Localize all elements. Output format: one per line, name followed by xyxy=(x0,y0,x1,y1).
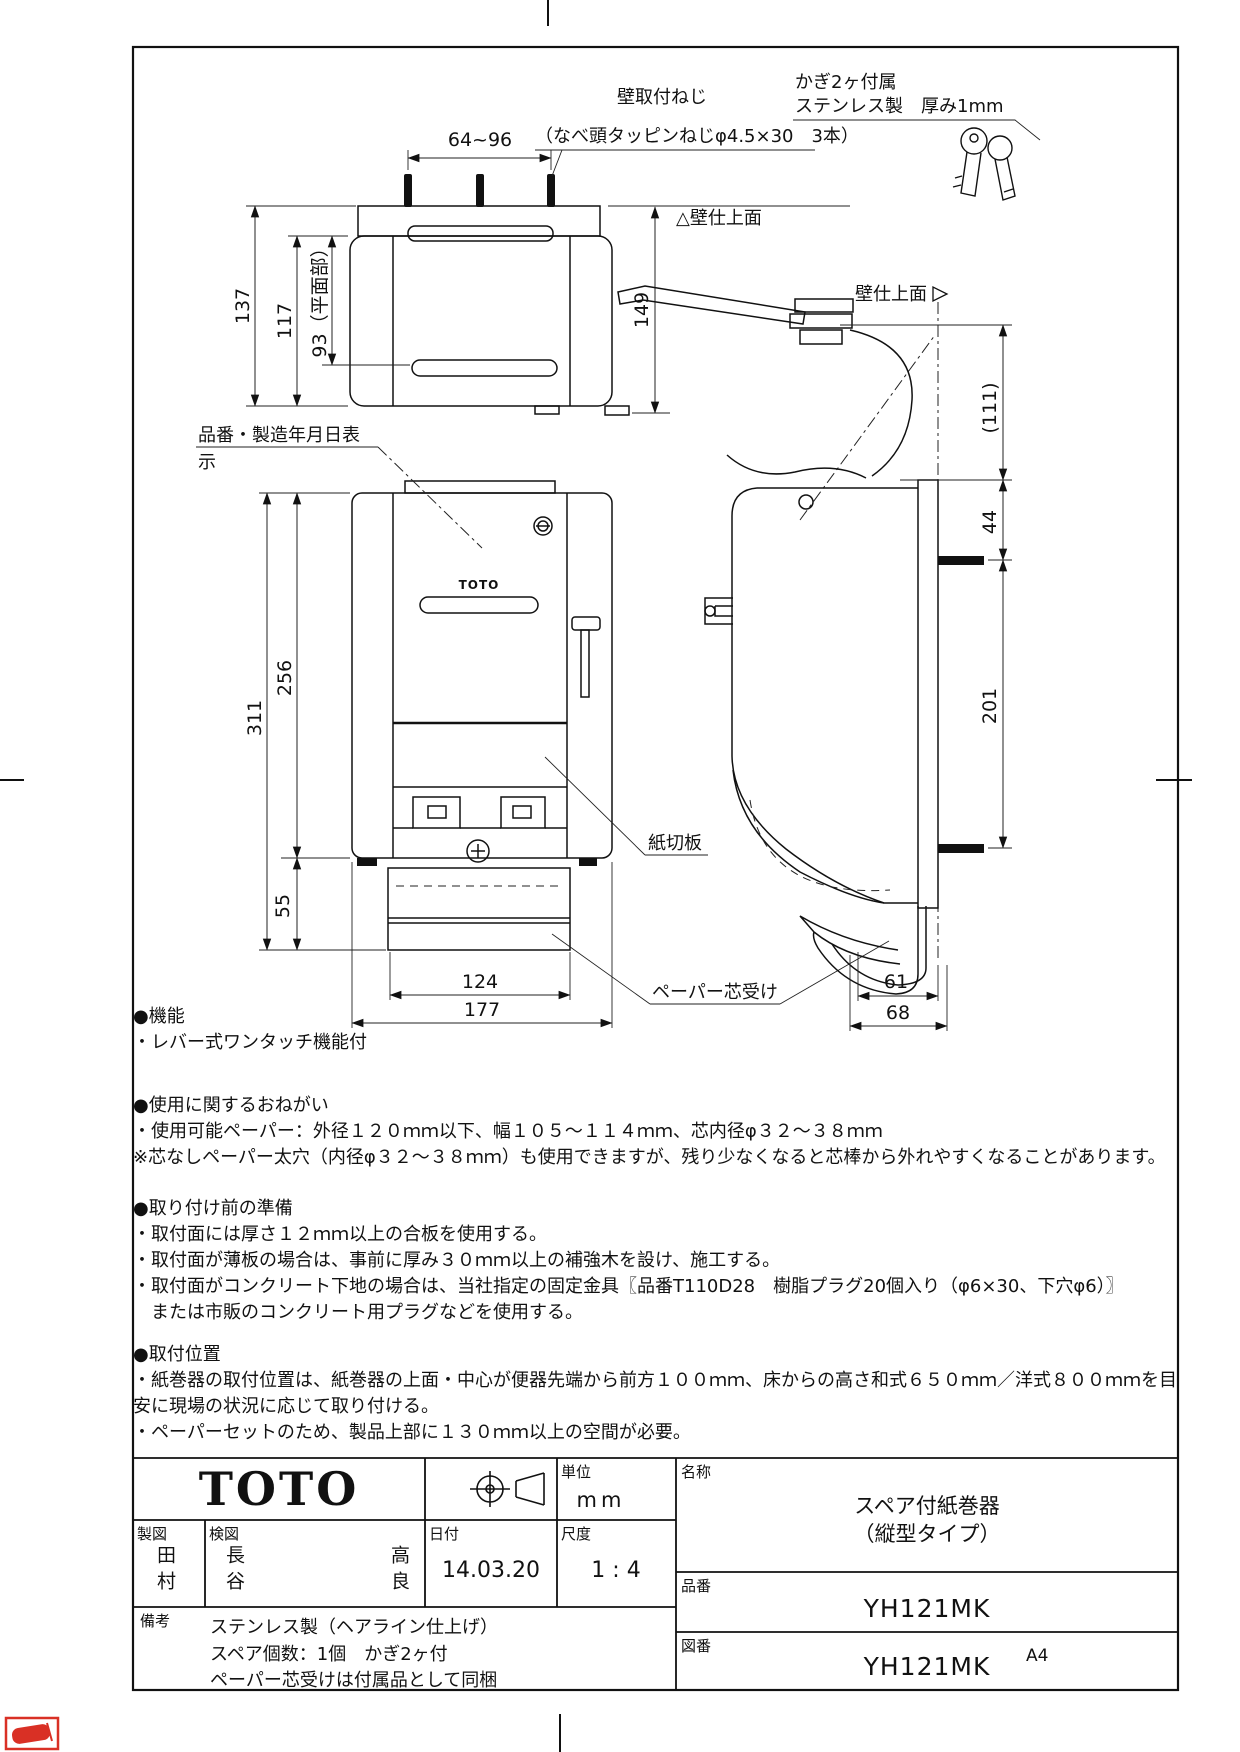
dim-screw-pitch: 64~96 xyxy=(448,129,512,151)
drafter-name: 田村 xyxy=(154,1545,176,1597)
viewer-logo-icon xyxy=(4,1716,60,1751)
side-view: 壁仕上面 (111) xyxy=(617,284,1012,1031)
paper-core-holder-label: ペーパー芯受け xyxy=(652,982,778,1003)
dim-bracket: 44 xyxy=(979,510,1001,534)
wall-finish-side-label: 壁仕上面 xyxy=(855,284,927,305)
product-id-label-line2: 示 xyxy=(198,452,216,473)
notes-section-position: ●取付位置 ・紙巻器の取付位置は、紙巻器の上面・中心が便器先端から前方１００ｍｍ… xyxy=(133,1342,1178,1446)
note-line: ・取付面がコンクリート下地の場合は、当社指定の固定金具〖品番T110D28 樹脂… xyxy=(133,1276,1124,1297)
checker-name-2: 高良 xyxy=(388,1545,410,1597)
checker-label: 検図 xyxy=(209,1525,240,1543)
notes-section-function: ●機能 ・レバー式ワンタッチ機能付 xyxy=(133,1004,1178,1056)
keys-illustration-icon xyxy=(952,127,1016,201)
name-value-line2: （縦型タイプ） xyxy=(853,1522,1001,1546)
third-angle-projection-icon xyxy=(470,1471,545,1507)
dim-plate: 201 xyxy=(979,688,1001,724)
note-line: ・使用可能ペーパー：外径１２０ｍｍ以下、幅１０５～１１４ｍｍ、芯内径φ３２～３８… xyxy=(133,1121,883,1142)
title-block-grid xyxy=(133,1457,1178,1690)
dim-depth-flat: 93（平面部） xyxy=(309,238,331,357)
drafter-label: 製図 xyxy=(137,1525,168,1543)
wall-screw-label-line1: 壁取付ねじ xyxy=(617,87,707,108)
note-line: ・レバー式ワンタッチ機能付 xyxy=(133,1032,367,1053)
wall-finish-top-label: △壁仕上面 xyxy=(676,208,762,229)
dim-hook-inner: 61 xyxy=(884,971,908,993)
dim-depth-total: 137 xyxy=(232,288,254,324)
note-line: ・取付面が薄板の場合は、事前に厚み３０ｍｍ以上の補強木を設け、施工する。 xyxy=(133,1250,781,1271)
top-view: 64~96 137 117 93（平面部） 149 △壁仕上面 xyxy=(232,129,850,416)
sheet-frame xyxy=(0,0,1192,1752)
title-block-logo: TOTO xyxy=(198,1462,360,1516)
dim-height-total: 311 xyxy=(244,700,266,736)
dim-hook-outer: 68 xyxy=(886,1002,910,1024)
sheet-size-label: A4 xyxy=(1026,1646,1049,1666)
unit-value: mm xyxy=(576,1488,626,1512)
note-line: 安に現場の状況に応じて取り付ける。 xyxy=(133,1396,439,1417)
product-id-label-line1: 品番・製造年月日表 xyxy=(198,425,360,446)
dim-height-holder: 55 xyxy=(272,894,294,918)
dim-upper-ref: (111) xyxy=(979,382,1001,433)
wall-screw-label-line2: （なべ頭タッピンねじφ4.5×30 3本） xyxy=(535,126,859,147)
dim-width-total: 177 xyxy=(464,999,500,1021)
date-value: 14.03.20 xyxy=(442,1558,540,1583)
dim-width-inner: 124 xyxy=(462,971,498,993)
note-line: または市販のコンクリート用プラグなどを使用する。 xyxy=(133,1302,583,1323)
dwg-no-label: 図番 xyxy=(681,1637,712,1655)
product-logo-text: TOTO xyxy=(459,578,500,592)
name-label: 名称 xyxy=(681,1463,712,1481)
notes-heading: ●取り付け前の準備 xyxy=(133,1198,293,1219)
scale-label: 尺度 xyxy=(561,1525,592,1543)
remarks-line-1: ステンレス製（ヘアライン仕上げ） xyxy=(210,1617,498,1638)
note-line: ※芯なしペーパー太穴（内径φ３２～３８ｍｍ）も使用できますが、残り少なくなると芯… xyxy=(133,1147,1166,1168)
part-no-label: 品番 xyxy=(681,1577,712,1595)
notes-section-usage: ●使用に関するおねがい ・使用可能ペーパー：外径１２０ｍｍ以下、幅１０５～１１４… xyxy=(133,1093,1178,1171)
dwg-no-value: YH121MK xyxy=(863,1652,991,1681)
dim-height-from-wall: 149 xyxy=(631,292,653,328)
part-no-value: YH121MK xyxy=(863,1594,991,1623)
front-view: TOTO 311 256 55 xyxy=(196,425,890,1028)
name-value-line1: スペア付紙巻器 xyxy=(854,1494,1000,1518)
unit-label: 単位 xyxy=(561,1463,592,1481)
dim-height-body: 256 xyxy=(274,660,296,696)
remarks-line-3: ペーパー芯受けは付属品として同梱 xyxy=(210,1670,498,1691)
notes-section-preparation: ●取り付け前の準備 ・取付面には厚さ１２ｍｍ以上の合板を使用する。 ・取付面が薄… xyxy=(133,1196,1178,1326)
scale-value: 1 : 4 xyxy=(591,1558,641,1583)
notes-heading: ●機能 xyxy=(133,1006,185,1027)
remarks-line-2: スペア個数：1個 かぎ2ヶ付 xyxy=(210,1644,448,1665)
top-annotations: かぎ2ヶ付属 ステンレス製 厚み1mm 壁取付ねじ （なべ頭タッピンねじφ4.5… xyxy=(535,72,1041,201)
notes-heading: ●取付位置 xyxy=(133,1344,221,1365)
paper-cutter-label: 紙切板 xyxy=(648,833,702,854)
date-label: 日付 xyxy=(429,1525,460,1543)
note-line: ・紙巻器の取付位置は、紙巻器の上面・中心が便器先端から前方１００ｍｍ、床からの高… xyxy=(133,1370,1177,1391)
note-line: ・ペーパーセットのため、製品上部に１３０ｍｍ以上の空間が必要。 xyxy=(133,1422,691,1443)
note-line: ・取付面には厚さ１２ｍｍ以上の合板を使用する。 xyxy=(133,1224,547,1245)
remarks-label: 備考 xyxy=(140,1612,171,1630)
keys-note-line2: ステンレス製 厚み1mm xyxy=(795,96,1004,117)
dim-depth-body: 117 xyxy=(274,303,296,339)
keys-note-line1: かぎ2ヶ付属 xyxy=(795,72,896,93)
checker-name-1: 長谷 xyxy=(223,1545,245,1597)
notes-heading: ●使用に関するおねがい xyxy=(133,1095,329,1116)
